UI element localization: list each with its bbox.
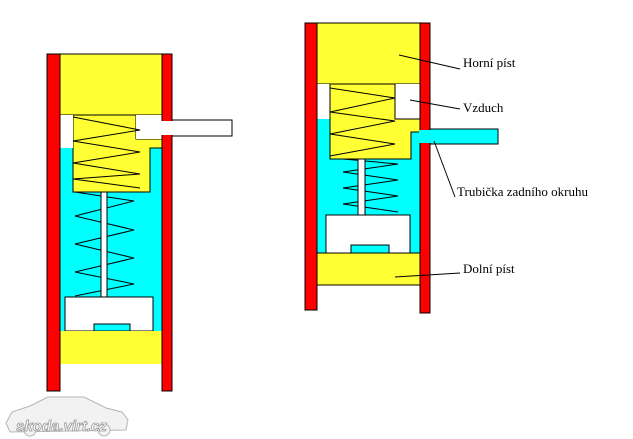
left-lower-piston (60, 331, 162, 364)
right-cylinder-wall-right (419, 22, 431, 314)
right-cylinder-wall-left (304, 22, 318, 311)
right-valve-seal (350, 244, 390, 254)
watermark-car-logo (5, 396, 129, 433)
right-wall-port (419, 130, 431, 143)
right-lower-spring (342, 158, 399, 213)
left-cylinder-wall-left (46, 53, 61, 392)
left-lower-spring (74, 191, 135, 297)
right-lower-piston (316, 252, 421, 286)
left-upper-spring (72, 116, 141, 189)
watermark-text: skoda.virt.cz (16, 418, 107, 435)
left-air-gap-left (60, 115, 73, 148)
watermark-wheel-rear (97, 423, 111, 437)
leader-rear-tube (433, 140, 456, 198)
watermark-wheel-front (23, 423, 37, 437)
label-rear-circuit-tube: Trubička zadního okruhu (457, 184, 588, 199)
label-upper-piston: Horní píst (463, 55, 516, 70)
leader-lines (394, 54, 461, 278)
right-upper-spring (329, 87, 396, 157)
left-air-gap-right (136, 115, 162, 139)
left-valve-seal (93, 323, 131, 332)
right-cylinder (304, 22, 499, 314)
left-wall-port (161, 121, 173, 135)
left-cylinder (46, 53, 233, 392)
watermark: skoda.virt.cz (5, 396, 129, 437)
label-lower-piston: Dolní píst (463, 261, 515, 276)
leader-lower-piston (394, 272, 461, 278)
right-outlet-pipe (419, 128, 499, 145)
leader-upper-piston (398, 54, 461, 70)
left-piston-rod (100, 191, 108, 298)
right-upper-piston-body (316, 22, 421, 85)
label-air: Vzduch (463, 100, 504, 115)
left-upper-piston-body (59, 53, 163, 116)
leader-air (409, 99, 461, 110)
right-air-gap-left (317, 84, 330, 119)
left-cylinder-wall-right (161, 53, 173, 392)
right-piston-rod (357, 158, 366, 216)
